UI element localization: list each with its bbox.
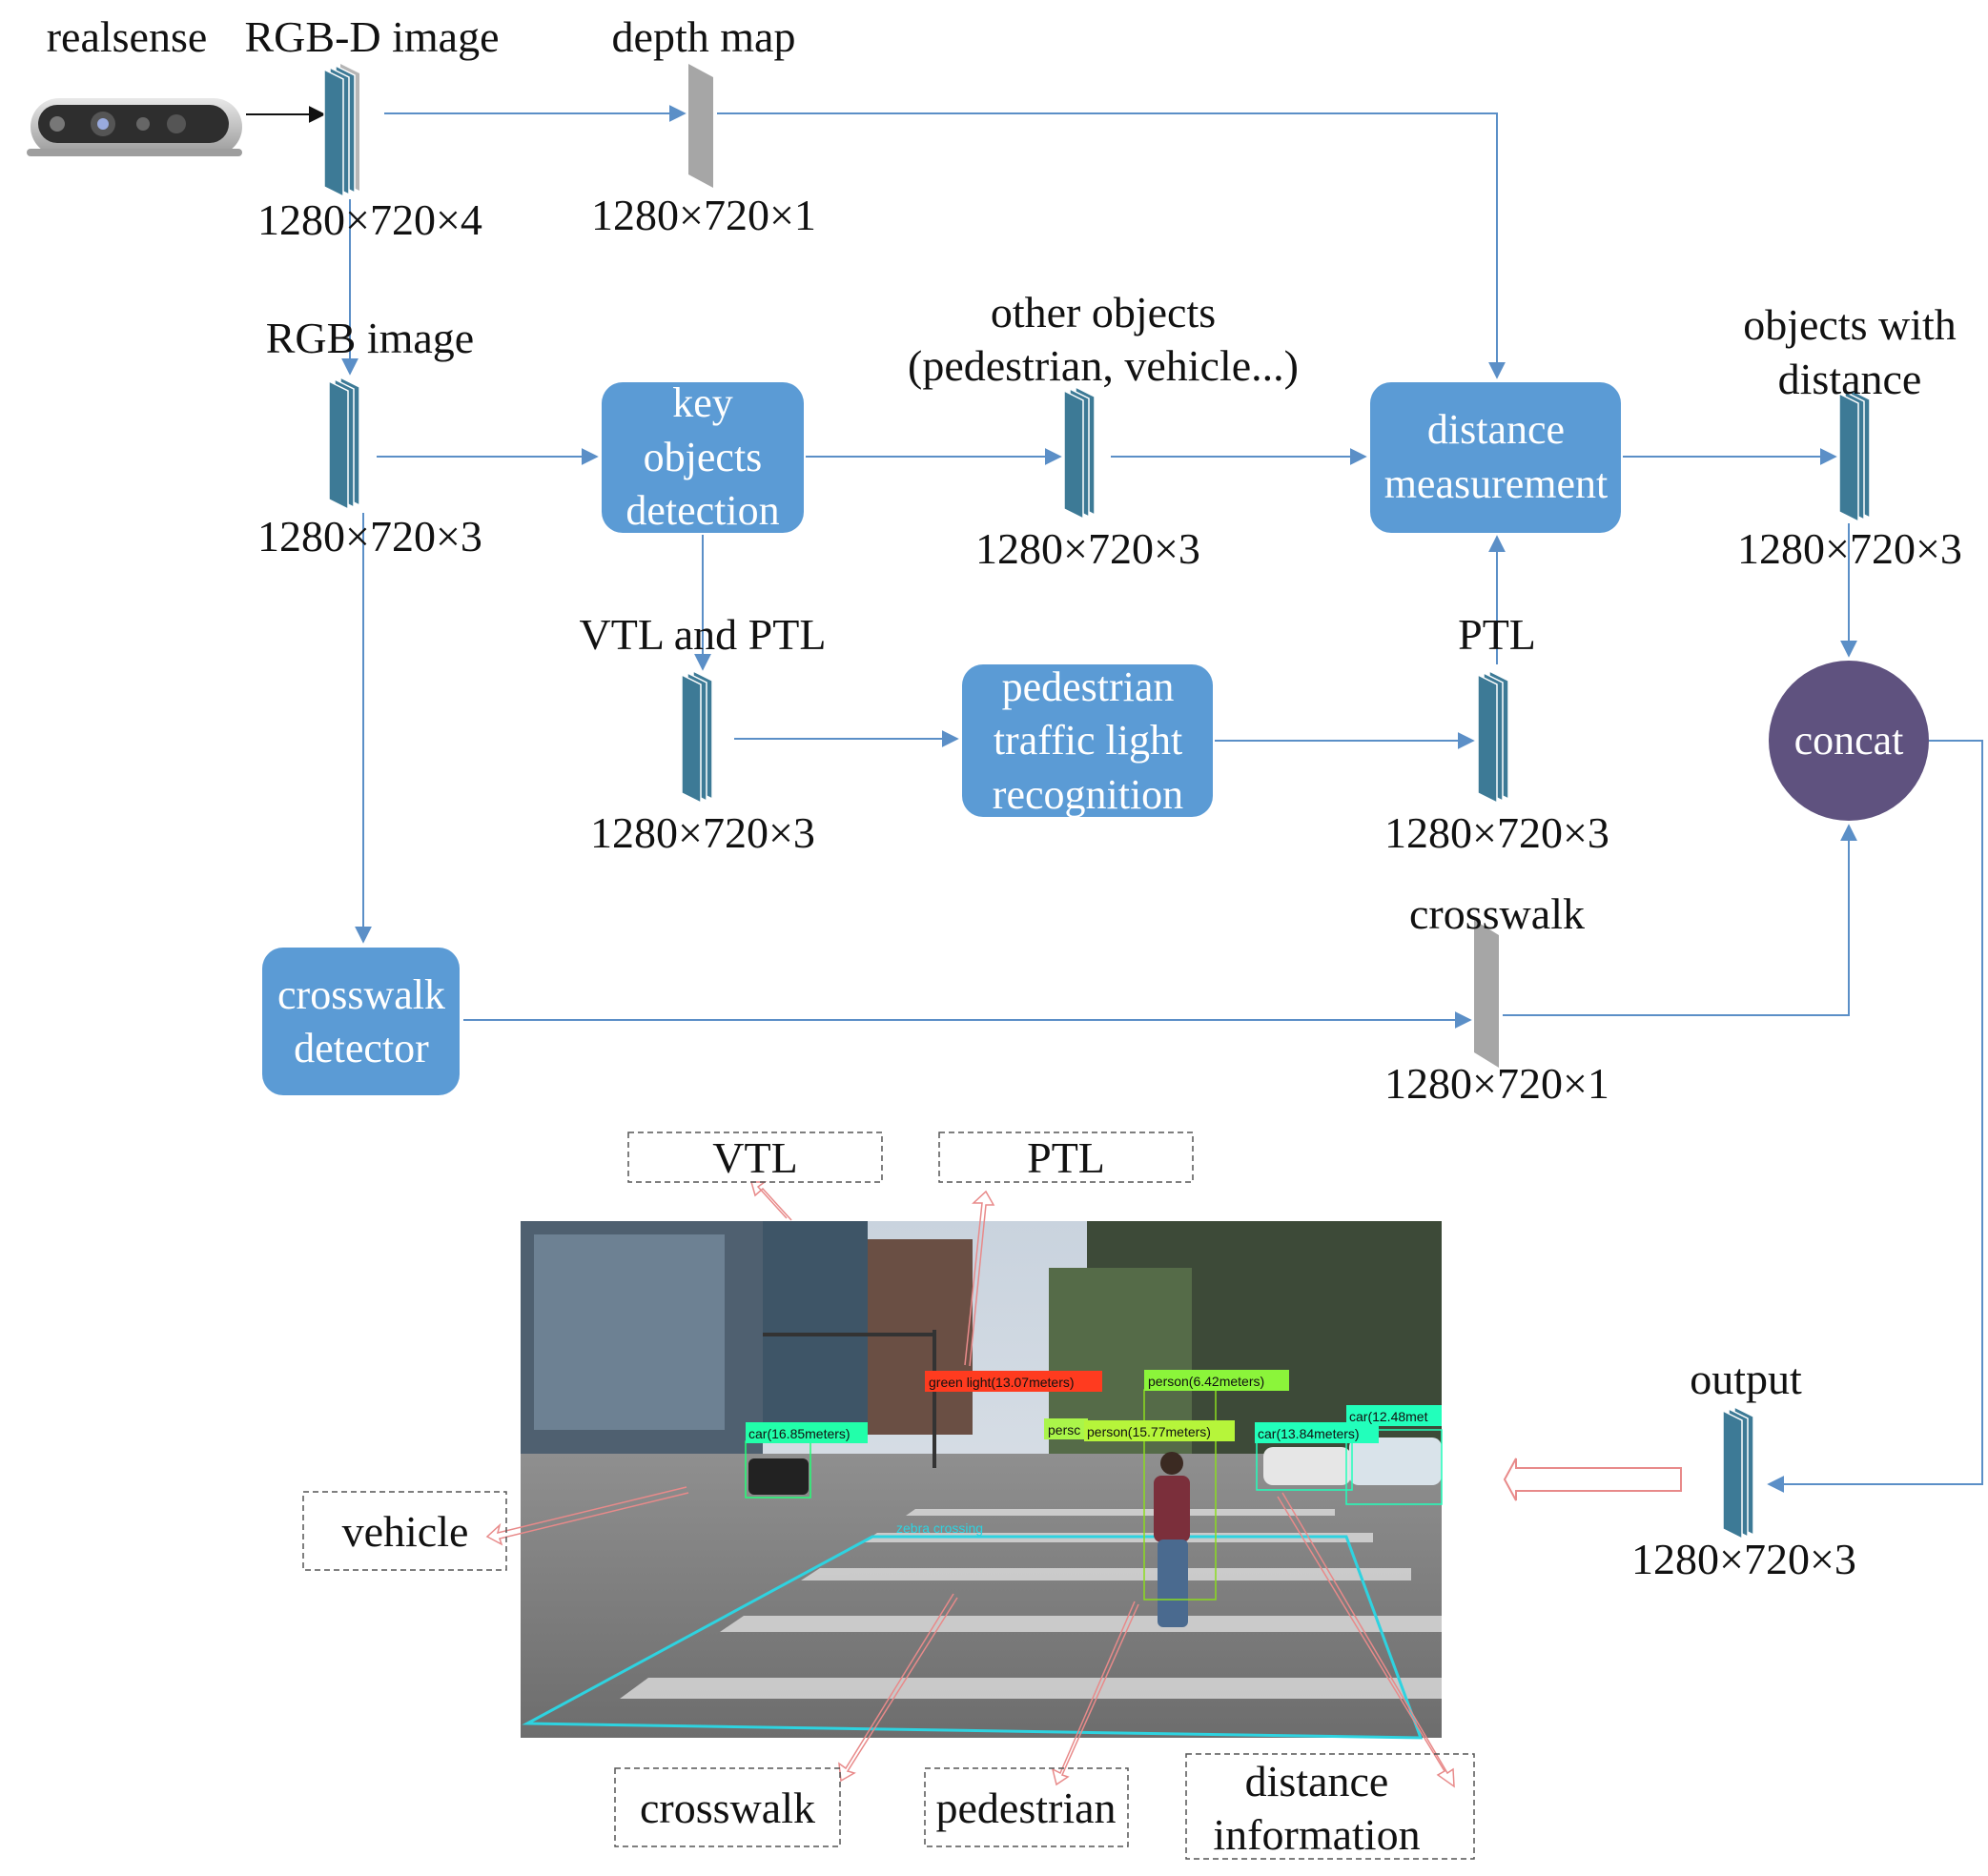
car3-tag-bg	[1346, 1405, 1442, 1426]
flow-arrows	[341, 105, 1983, 1493]
rgbd-tensor	[323, 64, 359, 198]
ptl-label: PTL	[1458, 610, 1536, 659]
vtl-ptl-dims: 1280×720×3	[590, 808, 815, 857]
distance-measurement-text-1: distance	[1427, 406, 1565, 453]
other-objects-label-line2: (pedestrian, vehicle...)	[908, 341, 1299, 390]
crosswalk-detector-text-1: crosswalk	[277, 971, 445, 1018]
other-objects-tensor	[1063, 385, 1096, 520]
vehicle-callout-box	[302, 1491, 507, 1571]
person1-tag-bg	[1144, 1370, 1289, 1391]
distance-measurement-box	[1370, 382, 1621, 533]
green-light-tag: green light(13.07meters)	[929, 1375, 1075, 1390]
car1-tag: car(16.85meters)	[748, 1426, 851, 1441]
distance-measurement-text-2: measurement	[1384, 460, 1609, 507]
vtl-ptl-tensor	[681, 669, 713, 805]
car2-tag: car(13.84meters)	[1258, 1426, 1360, 1441]
rgb-dims: 1280×720×3	[257, 512, 482, 561]
key-objects-detection-text-1: key	[672, 379, 733, 426]
crosswalk-detector-box	[262, 948, 460, 1095]
ptl-tensor	[1477, 669, 1509, 805]
crosswalk-detector-text-2: detector	[294, 1025, 429, 1071]
output-label: output	[1690, 1355, 1802, 1403]
crosswalk-callout: crosswalk	[640, 1784, 815, 1832]
realsense-camera-icon	[27, 98, 242, 156]
other-objects-dims: 1280×720×3	[975, 524, 1200, 573]
output-dims: 1280×720×3	[1631, 1535, 1856, 1583]
zebra-stripes	[620, 1509, 1442, 1699]
vtl-callout: VTL	[712, 1133, 797, 1182]
person2-tag: person(15.77meters)	[1087, 1424, 1211, 1439]
depth-map-tensor	[688, 64, 713, 188]
person1-tag: person(6.42meters)	[1148, 1374, 1264, 1389]
realsense-label: realsense	[47, 12, 208, 61]
person3-tag-bg	[1044, 1418, 1088, 1439]
pedestrian-callout: pedestrian	[935, 1784, 1116, 1832]
key-objects-detection-box	[602, 382, 804, 533]
key-objects-detection-text-3: detection	[625, 487, 779, 534]
street-scene-photo: zebra crossing green light(13.07meters) …	[521, 1221, 1443, 1740]
concat-node	[1769, 661, 1929, 821]
depth-dims: 1280×720×1	[591, 191, 816, 239]
callout-boxes	[302, 1132, 1475, 1860]
green-light-tag-bg	[925, 1371, 1102, 1392]
crosswalk-label: crosswalk	[1409, 889, 1585, 938]
person3-tag: persc	[1048, 1422, 1080, 1438]
rgbd-dims: 1280×720×4	[257, 195, 482, 244]
rgb-tensor	[328, 376, 360, 511]
other-objects-label-line1: other objects	[991, 288, 1216, 336]
vtl-ptl-label: VTL and PTL	[580, 610, 827, 659]
crosswalk-tensor	[1474, 920, 1499, 1068]
pedestrian-callout-box	[924, 1767, 1129, 1847]
rgb-image-label: RGB image	[266, 314, 474, 362]
output-tensor	[1722, 1405, 1754, 1540]
distance-info-callout-box	[1185, 1753, 1475, 1860]
crosswalk-dims: 1280×720×1	[1384, 1059, 1609, 1108]
traffic-light-recognition-text-2: traffic light	[994, 717, 1182, 764]
output-to-photo-arrow	[1503, 1458, 1682, 1501]
traffic-light-recognition-text-1: pedestrian	[1002, 663, 1175, 710]
crosswalk-callout-box	[614, 1767, 841, 1847]
objects-with-distance-dims: 1280×720×3	[1737, 524, 1962, 573]
ptl-callout-box	[938, 1132, 1194, 1183]
traffic-light-recognition-box	[962, 664, 1213, 817]
objects-with-distance-tensor	[1838, 388, 1871, 523]
objects-with-distance-label-line1: objects with	[1743, 300, 1957, 349]
rgbd-image-label: RGB-D image	[244, 12, 499, 61]
distance-info-callout-2: information	[1213, 1810, 1420, 1859]
vehicle-callout: vehicle	[342, 1507, 469, 1556]
zebra-crossing-tag: zebra crossing	[896, 1520, 983, 1536]
distance-info-callout-1: distance	[1245, 1757, 1389, 1805]
ptl-dims: 1280×720×3	[1384, 808, 1609, 857]
objects-with-distance-label-line2: distance	[1778, 355, 1922, 403]
depth-map-label: depth map	[612, 12, 796, 61]
concat-text: concat	[1794, 717, 1904, 764]
car1-tag-bg	[746, 1422, 868, 1443]
vtl-callout-box	[627, 1132, 883, 1183]
traffic-light-recognition-text-3: recognition	[993, 771, 1183, 818]
ptl-callout: PTL	[1027, 1133, 1105, 1182]
car2-tag-bg	[1255, 1422, 1379, 1443]
key-objects-detection-text-2: objects	[644, 434, 763, 480]
person2-tag-bg	[1084, 1420, 1235, 1441]
car3-tag: car(12.48met	[1349, 1409, 1428, 1424]
